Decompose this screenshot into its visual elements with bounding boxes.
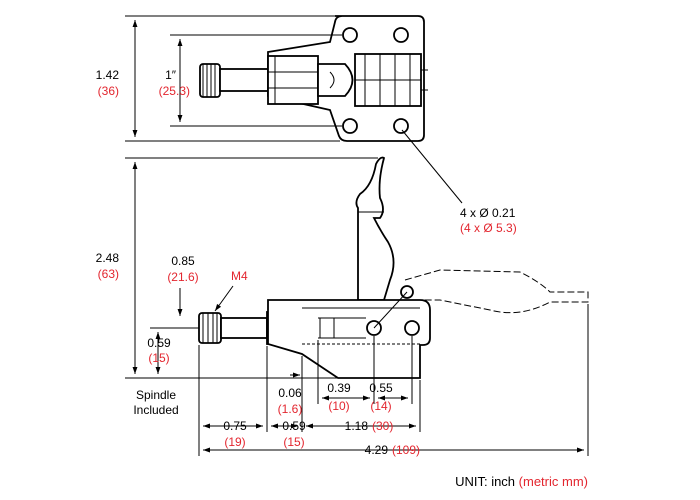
dim-0.39-in: 0.39 xyxy=(327,381,351,395)
side-view-dimensions xyxy=(125,157,589,456)
spindle-label-line2: Included xyxy=(133,403,178,417)
labels: 1.42 (36) 1″ (25.3) 4 x Ø 0.21 (4 x Ø 5.… xyxy=(96,68,588,489)
top-view xyxy=(199,15,428,142)
plunger-top xyxy=(219,68,269,92)
handle-pin xyxy=(404,320,420,336)
dim-4.29-in: 4.29 xyxy=(365,443,389,457)
holes-mm: (4 x Ø 5.3) xyxy=(460,221,517,235)
thread-label: M4 xyxy=(231,269,248,283)
top-view-dimensions xyxy=(125,15,463,204)
dim-0.75-mm: (19) xyxy=(224,435,245,449)
dim-0.75-in: 0.75 xyxy=(223,419,247,433)
dim-4.29-mm: (109) xyxy=(392,443,420,457)
dim-0.59-vertical-mm: (15) xyxy=(148,351,169,365)
dim-0.59-vertical-in: 0.59 xyxy=(147,336,171,350)
dim-0.06-mm: (1.6) xyxy=(278,402,303,416)
dim-1-mm: (25.3) xyxy=(159,84,190,98)
dim-2.48-in: 2.48 xyxy=(96,251,120,265)
handle-open-position xyxy=(404,269,589,314)
dim-1.42-in: 1.42 xyxy=(96,68,120,82)
holes-in: 4 x Ø 0.21 xyxy=(460,206,516,220)
clamp-body xyxy=(267,299,431,379)
spindle-label-line1: Spindle xyxy=(136,388,176,402)
dim-0.85-mm: (21.6) xyxy=(167,270,198,284)
spindle-side xyxy=(198,312,222,344)
mount-hole-top-left xyxy=(342,27,358,43)
plunger-housing-top xyxy=(267,55,319,105)
dim-1.18-mm: (30) xyxy=(372,419,393,433)
dim-1.42-mm: (36) xyxy=(98,84,119,98)
mount-hole-bottom-right xyxy=(393,118,409,134)
plunger-side xyxy=(220,317,268,339)
dim-1-in: 1″ xyxy=(165,68,177,82)
dim-2.48-mm: (63) xyxy=(98,267,119,281)
dim-0.55-mm: (14) xyxy=(370,399,391,413)
dim-0.06-in: 0.06 xyxy=(278,386,302,400)
mount-hole-top-right xyxy=(393,27,409,43)
unit-note: UNIT: inch (metric mm) xyxy=(455,474,588,489)
dim-1.18-in: 1.18 xyxy=(345,419,369,433)
dim-0.55-in: 0.55 xyxy=(369,381,393,395)
linkage-top xyxy=(317,63,354,97)
dim-0.39-mm: (10) xyxy=(328,399,349,413)
dim-0.85-in: 0.85 xyxy=(171,254,195,268)
handle-closed xyxy=(355,156,395,301)
dim-0.59-horizontal-mm: (15) xyxy=(283,435,304,449)
dim-0.59-horizontal-in: 0.59 xyxy=(282,419,306,433)
side-view xyxy=(198,156,589,379)
mount-hole-bottom-left xyxy=(342,118,358,134)
